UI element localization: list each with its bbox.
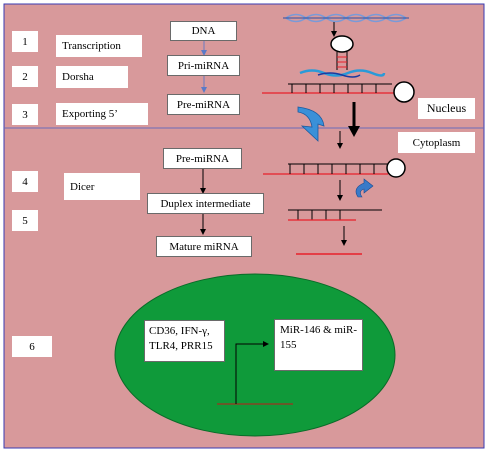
- pre-mirna-cyto-loop: [386, 158, 406, 178]
- step-1-label: Transcription: [56, 35, 142, 57]
- step-6-number: 6: [12, 336, 52, 357]
- flow-pre-mirna-cytoplasm: Pre-miRNA: [163, 148, 242, 169]
- dicer-curved-arrow: [355, 178, 374, 198]
- regulation-outputs: MiR-146 & miR-155: [274, 319, 363, 371]
- polymerase-oval: [330, 35, 354, 53]
- pre-mirna-nucleus-ladder: [288, 83, 392, 93]
- flow-pre-mirna-nucleus: Pre-miRNA: [167, 94, 240, 115]
- step-2-label: Dorsha: [56, 66, 128, 88]
- flow-mature-mirna: Mature miRNA: [156, 236, 252, 257]
- export-curved-arrow: [297, 106, 325, 142]
- promoter-arrow: [235, 341, 269, 404]
- step-3-number: 3: [12, 104, 38, 125]
- step-4-label: Dicer: [64, 173, 140, 200]
- duplex-rungs: [297, 210, 341, 220]
- export-down-arrow-head: [348, 126, 360, 137]
- step-4-number: 4: [12, 171, 38, 192]
- step-3-label: Exporting 5’: [56, 103, 148, 125]
- pri-mirna-strand: [299, 69, 386, 77]
- step-1-number: 1: [12, 31, 38, 52]
- cytoplasm-label: Cytoplasm: [398, 132, 475, 153]
- regulation-ellipse: [114, 273, 396, 437]
- step-5-number: 5: [12, 210, 38, 231]
- pre-mirna-cyto-ladder: [288, 163, 388, 174]
- pre-mirna-nucleus-loop: [393, 81, 415, 103]
- flow-dna: DNA: [170, 21, 237, 41]
- flow-duplex-intermediate: Duplex intermediate: [147, 193, 264, 214]
- flow-pri-mirna: Pri-miRNA: [167, 55, 240, 76]
- pri-mirna-strand-dark: [317, 72, 361, 78]
- nucleus-label: Nucleus: [418, 98, 475, 119]
- step-2-number: 2: [12, 66, 38, 87]
- regulation-inputs: CD36, IFN-γ, TLR4, PRR15: [144, 320, 225, 362]
